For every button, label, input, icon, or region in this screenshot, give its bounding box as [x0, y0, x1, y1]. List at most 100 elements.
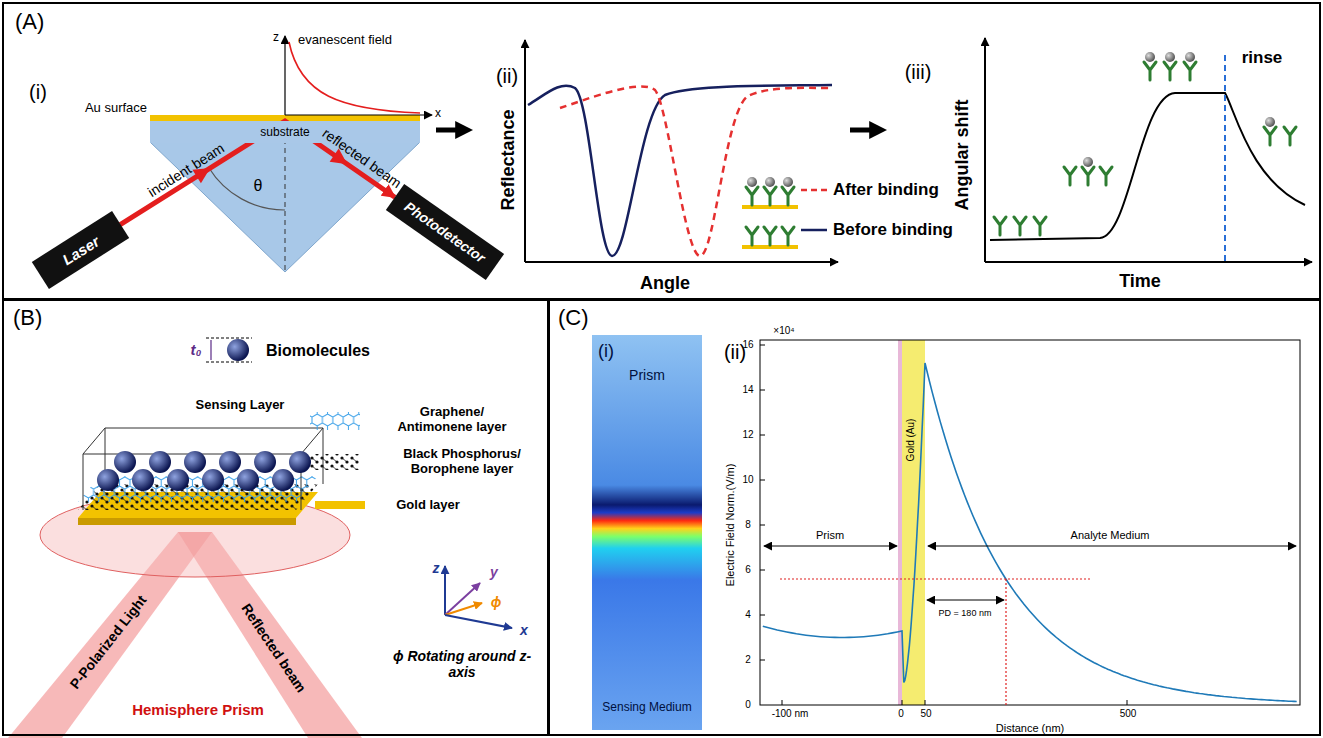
drawing-part: [436, 128, 466, 133]
drawing-part: [1100, 167, 1112, 185]
annotation-label: Reflected beam: [238, 601, 309, 696]
tick-label: 0: [898, 708, 904, 720]
drawing-part: [990, 93, 1305, 240]
drawing-part: [206, 338, 252, 362]
panel-letter: (A): [15, 9, 44, 35]
drawing-part: [237, 469, 259, 491]
drawing-part: [850, 128, 880, 133]
drawing-part: [1082, 157, 1094, 185]
drawing-part: [764, 546, 897, 547]
drawing-part: [219, 451, 241, 473]
annotation-label: z: [273, 31, 279, 45]
annotation-label: (i): [29, 81, 47, 104]
annotation-label: PD = 180 nm: [939, 608, 992, 618]
tick-label: -100 nm: [772, 708, 809, 720]
annotation-label: (ii): [496, 65, 518, 88]
substrate-layer: substrate: [150, 121, 420, 143]
drawing-part: [209, 168, 285, 210]
tick-label: 6: [745, 564, 751, 576]
legend-text: Before binding: [833, 220, 953, 240]
drawing-part: [1284, 127, 1296, 145]
tick-label: 8: [745, 519, 751, 531]
photodetector-box: Photodetector: [386, 184, 504, 280]
tick-label: 4: [745, 609, 751, 621]
sensorgram: [985, 38, 1312, 262]
panel-letter: (B): [13, 305, 42, 331]
drawing-part: [780, 579, 1090, 705]
tick-label: 10: [742, 474, 753, 486]
drawing-part: [1164, 52, 1176, 80]
annotation-label: Gold (Au): [905, 419, 917, 462]
annotation-label: (iii): [905, 61, 932, 84]
drawing-part: [994, 217, 1006, 235]
annotation-label: x: [520, 622, 528, 638]
tick-label: 16: [742, 339, 753, 351]
drawing-part: [285, 114, 432, 115]
drawing-part: [1014, 217, 1026, 235]
legend-sample: [800, 184, 828, 196]
drawing-part: [525, 261, 838, 263]
drawing-part: [763, 363, 1297, 702]
drawing-part: [227, 339, 249, 361]
drawing-part: [1264, 117, 1276, 145]
annotation-label: Reflectance: [498, 109, 519, 210]
tick-label: 50: [920, 708, 931, 720]
drawing-part: [445, 615, 512, 628]
annotation-label: Prism: [816, 529, 844, 542]
drawing-part: [927, 600, 1004, 601]
drawing-part: [445, 603, 482, 615]
drawing-part: [928, 546, 1296, 547]
drawing-part: [167, 469, 189, 491]
annotation-label: Biomolecules: [266, 342, 370, 360]
drawing-part: [764, 227, 776, 245]
tick-label: 500: [1120, 708, 1137, 720]
spr-setup: [150, 36, 432, 272]
tick-label: 14: [742, 384, 753, 396]
annotation-label: Black Phosphorus/ Borophene layer: [395, 447, 530, 477]
drawing-part: [289, 42, 420, 113]
annotation-label: rinse: [1242, 48, 1283, 68]
drawing-part: [285, 121, 286, 272]
hemisphere-sensor: [8, 338, 512, 738]
annotation-label: t₀: [191, 341, 202, 358]
drawing-part: [782, 227, 794, 245]
drawing-part: [560, 86, 832, 256]
drawing-part: [782, 177, 794, 205]
drawing-part: [902, 340, 925, 705]
annotation-label: y: [490, 564, 498, 580]
legend-line: [801, 229, 827, 232]
annotation-label: Sensing Layer: [196, 398, 285, 413]
annotation-label: x: [435, 107, 441, 121]
drawing-part: [760, 340, 1300, 705]
drawing-part: [528, 85, 832, 256]
drawing-part: [1184, 52, 1196, 80]
drawing-part: [1144, 52, 1156, 80]
annotation-label: ϕ: [491, 594, 502, 610]
annotation-label: Gold layer: [396, 498, 460, 513]
annotation-label: ×10⁴: [773, 325, 794, 337]
drawing-part: [524, 40, 526, 262]
drawing-part: [78, 518, 296, 525]
drawing-part: [444, 566, 446, 615]
drawing-part: [202, 469, 224, 491]
annotation-label: Angle: [640, 273, 690, 294]
drawing-part: [746, 177, 758, 205]
legend-row: Before binding: [800, 220, 953, 240]
annotation-label: Angular shift: [952, 100, 973, 211]
drawing-part: [254, 451, 276, 473]
panel-letter: (C): [558, 305, 589, 331]
annotation-label: Au surface: [85, 101, 147, 116]
annotation-label: Hemisphere Prism: [132, 701, 264, 718]
node-text: Laser: [59, 232, 102, 268]
annotation-label: θ: [254, 177, 263, 195]
annotation-label: Time: [1119, 271, 1161, 292]
drawing-part: [1034, 217, 1046, 235]
drawing-part: [746, 227, 758, 245]
tick-label: 0: [745, 699, 751, 711]
annotation-label: P-Polarized Light: [66, 592, 149, 692]
drawing-part: [310, 454, 360, 470]
drawing-part: [114, 451, 136, 473]
annotation-label: incident beam: [145, 140, 227, 200]
